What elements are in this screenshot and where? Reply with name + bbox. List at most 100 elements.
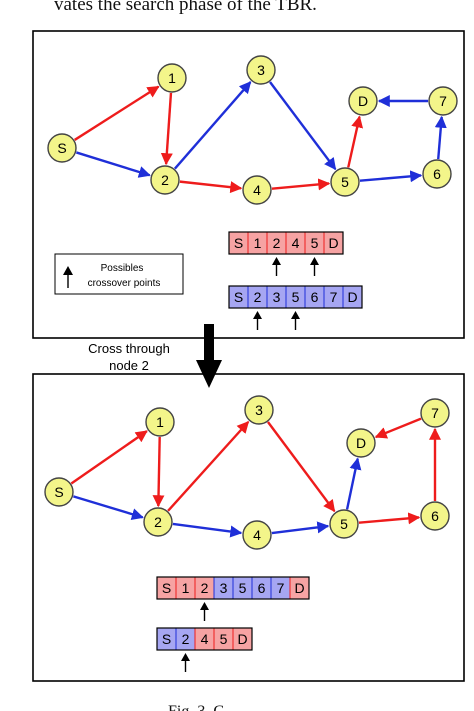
top-node-label-S: S bbox=[57, 140, 66, 156]
header-text: vates the search phase of the TBR. bbox=[54, 0, 317, 15]
top-route-blue-crossover-arrow-icon bbox=[291, 311, 300, 319]
bottom-route-short-cell-label: 2 bbox=[182, 631, 190, 647]
top-node-6: 6 bbox=[422, 159, 452, 189]
figure-caption: Fig. 3. C bbox=[168, 703, 224, 711]
bottom-edge-1-2 bbox=[152, 436, 165, 508]
top-node-circle-D bbox=[348, 86, 378, 116]
top-graph-edges bbox=[74, 81, 447, 194]
bottom-node-circle-2 bbox=[143, 507, 173, 537]
top-node-label-D: D bbox=[358, 93, 368, 109]
bottom-node-4: 4 bbox=[242, 520, 272, 550]
bottom-node-7: 7 bbox=[420, 398, 450, 428]
top-route-blue-cell-label: 6 bbox=[311, 289, 319, 305]
top-route-blue-cell-label: 5 bbox=[292, 289, 300, 305]
bottom-route-short-crossover-arrow-icon bbox=[181, 653, 190, 661]
bottom-route-short-cell-label: 4 bbox=[201, 631, 209, 647]
top-node-D: D bbox=[348, 86, 378, 116]
bottom-route-mixed-cell-label: D bbox=[294, 580, 304, 596]
top-edge-4-5 bbox=[271, 178, 331, 191]
top-edge-1-2 bbox=[160, 92, 173, 166]
top-node-label-4: 4 bbox=[253, 182, 261, 198]
bottom-node-circle-D bbox=[346, 428, 376, 458]
top-node-label-1: 1 bbox=[168, 70, 176, 86]
top-route-red-cell-label: 2 bbox=[273, 235, 281, 251]
top-edge-6-7 bbox=[434, 115, 447, 160]
bottom-route-mixed-cell-label: S bbox=[162, 580, 171, 596]
top-edge-3-5 bbox=[269, 81, 337, 171]
top-edge-2-3 bbox=[173, 81, 252, 170]
bottom-node-circle-S bbox=[44, 477, 74, 507]
bottom-route-mixed-frame bbox=[156, 576, 310, 600]
top-route-blue-crossover-arrow-icon bbox=[253, 311, 262, 319]
legend-box bbox=[54, 253, 184, 295]
top-node-label-6: 6 bbox=[433, 166, 441, 182]
bottom-graph-edges bbox=[70, 417, 441, 538]
top-route-red-frame bbox=[228, 231, 344, 255]
top-node-7: 7 bbox=[428, 86, 458, 116]
top-node-circle-S bbox=[47, 133, 77, 163]
top-route-red-crossover-arrow-icon bbox=[310, 257, 319, 265]
top-node-label-5: 5 bbox=[341, 174, 349, 190]
top-node-circle-6 bbox=[422, 159, 452, 189]
bottom-panel-frame bbox=[32, 373, 465, 682]
bottom-node-label-2: 2 bbox=[154, 514, 162, 530]
bottom-node-3: 3 bbox=[244, 395, 274, 425]
transition-line2: node 2 bbox=[109, 358, 149, 373]
top-route-red-cell-label: S bbox=[234, 235, 243, 251]
bottom-route-short-cell-label: 5 bbox=[220, 631, 228, 647]
bottom-node-D: D bbox=[346, 428, 376, 458]
top-node-S: S bbox=[47, 133, 77, 163]
bottom-edge-S-1 bbox=[70, 430, 148, 485]
bottom-edge-4-5 bbox=[271, 521, 330, 535]
top-node-label-7: 7 bbox=[439, 93, 447, 109]
bottom-node-circle-5 bbox=[329, 509, 359, 539]
bottom-node-circle-6 bbox=[420, 501, 450, 531]
top-route-red-cell-label: 5 bbox=[311, 235, 319, 251]
top-route-blue-frame bbox=[228, 285, 363, 309]
top-edge-5-D bbox=[347, 115, 364, 168]
bottom-node-label-1: 1 bbox=[156, 414, 164, 430]
legend-line1: Possibles bbox=[101, 263, 144, 274]
bottom-edge-S-2 bbox=[73, 495, 144, 520]
top-node-3: 3 bbox=[246, 55, 276, 85]
top-node-circle-4 bbox=[242, 175, 272, 205]
bottom-node-label-5: 5 bbox=[340, 516, 348, 532]
bottom-route-short-cell-label: D bbox=[237, 631, 247, 647]
top-node-circle-7 bbox=[428, 86, 458, 116]
bottom-edge-5-6 bbox=[358, 512, 421, 525]
top-graph-nodes: S 1 2 3 4 5 6 7 D bbox=[47, 55, 458, 205]
bottom-node-circle-3 bbox=[244, 395, 274, 425]
top-panel-frame bbox=[32, 30, 465, 339]
bottom-route-mixed-cell-label: 1 bbox=[182, 580, 190, 596]
transition-arrow-shaft bbox=[204, 324, 214, 362]
bottom-route-mixed-crossover-arrow-icon bbox=[200, 602, 209, 610]
bottom-node-label-4: 4 bbox=[253, 527, 261, 543]
bottom-route-mixed-cell-label: 2 bbox=[201, 580, 209, 596]
top-route-blue-cell-label: S bbox=[234, 289, 243, 305]
bottom-route-mixed-cell-label: 6 bbox=[258, 580, 266, 596]
bottom-node-circle-4 bbox=[242, 520, 272, 550]
top-node-label-2: 2 bbox=[161, 172, 169, 188]
top-edge-S-1 bbox=[74, 85, 160, 141]
bottom-route-mixed-cell-label: 3 bbox=[220, 580, 228, 596]
top-route-red-cell-label: 4 bbox=[292, 235, 300, 251]
bottom-route-short-cell-label: S bbox=[162, 631, 171, 647]
bottom-node-label-3: 3 bbox=[255, 402, 263, 418]
top-route-blue-cell-label: 7 bbox=[330, 289, 338, 305]
top-edge-5-6 bbox=[359, 170, 423, 183]
bottom-route-short-frame bbox=[156, 627, 253, 651]
top-node-circle-1 bbox=[157, 63, 187, 93]
bottom-route-mixed-cell-label: 7 bbox=[277, 580, 285, 596]
top-node-2: 2 bbox=[150, 165, 180, 195]
bottom-node-label-7: 7 bbox=[431, 405, 439, 421]
legend-arrow-icon bbox=[63, 266, 73, 275]
top-route-blue-cell-label: 2 bbox=[254, 289, 262, 305]
bottom-edge-3-5 bbox=[267, 421, 336, 513]
legend-line2: crossover points bbox=[88, 278, 161, 289]
top-route-red-crossover-arrow-icon bbox=[272, 257, 281, 265]
bottom-node-label-S: S bbox=[54, 484, 63, 500]
top-route-blue-cell-label: D bbox=[347, 289, 357, 305]
